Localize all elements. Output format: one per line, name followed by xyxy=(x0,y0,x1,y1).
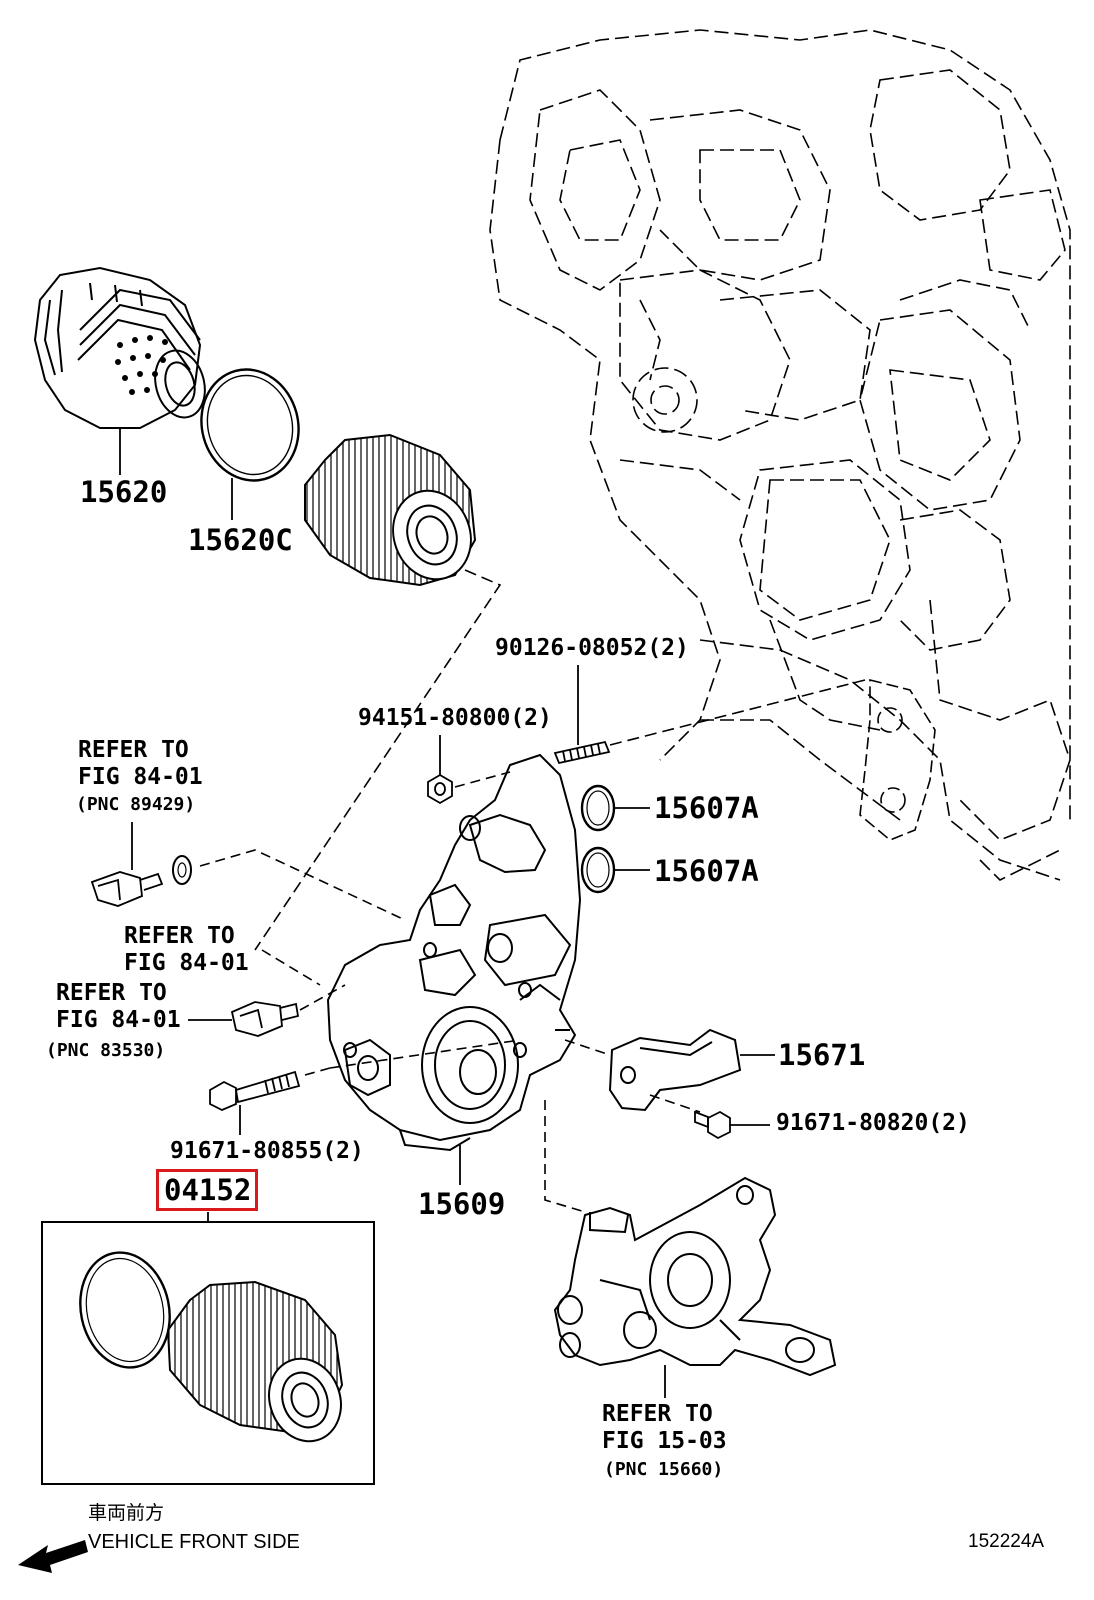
part-label-15607a-2[interactable]: 15607A xyxy=(654,854,759,888)
ref-1-line-1[interactable]: REFER TO xyxy=(78,737,189,763)
ref-4-line-1[interactable]: REFER TO xyxy=(602,1401,713,1427)
bolt-91671-80855 xyxy=(209,1070,301,1111)
engine-flange xyxy=(859,678,936,841)
part-label-90126[interactable]: 90126-08052(2) xyxy=(495,635,689,661)
kit-box-04152 xyxy=(41,1221,375,1485)
oil-pressure-switch-1 xyxy=(90,871,164,907)
figure-id: 152224A xyxy=(968,1531,1045,1552)
dashed-guide-pump xyxy=(544,1100,586,1213)
part-label-04152[interactable]: 04152 xyxy=(164,1173,252,1207)
ref-2-line-2[interactable]: FIG 84-01 xyxy=(124,950,249,976)
ref-4-line-3: (PNC 15660) xyxy=(604,1459,724,1480)
oil-filter-element xyxy=(304,433,477,587)
gasket-sensor-1 xyxy=(172,855,192,885)
highlighted-part-frame xyxy=(156,1169,258,1211)
part-label-15671[interactable]: 15671 xyxy=(778,1038,866,1072)
ref-4-line-2[interactable]: FIG 15-03 xyxy=(602,1428,727,1454)
ref-3-line-3: (PNC 83530) xyxy=(46,1040,166,1061)
dashed-guide-filter xyxy=(254,569,502,951)
oil-filter-cap xyxy=(33,266,206,429)
dashed-guide-sensor-1 xyxy=(199,849,406,921)
direction-label-jp: 車両前方 xyxy=(88,1503,165,1524)
dashed-guide-bolt xyxy=(304,1067,331,1076)
part-label-15607a-1[interactable]: 15607A xyxy=(654,791,759,825)
dashed-guide-stud xyxy=(609,679,866,746)
oil-pressure-switch-2 xyxy=(230,1001,300,1037)
oil-filter-cap-holes xyxy=(115,335,168,395)
oil-filter-bracket-15609 xyxy=(326,753,582,1152)
part-label-91671-80855[interactable]: 91671-80855(2) xyxy=(170,1138,364,1164)
bracket-15671 xyxy=(608,1028,742,1112)
part-label-15620[interactable]: 15620 xyxy=(80,475,168,509)
ref-2-line-1[interactable]: REFER TO xyxy=(124,923,235,949)
kit-filter-element xyxy=(166,1280,344,1443)
engine-block-outline xyxy=(489,29,1071,881)
part-label-15609[interactable]: 15609 xyxy=(418,1187,506,1221)
dashed-guide-sensor-2 xyxy=(299,984,346,1011)
front-direction-arrow-icon xyxy=(18,1540,88,1573)
oil-pump-assembly xyxy=(553,1176,837,1377)
ref-1-line-3: (PNC 89429) xyxy=(76,794,196,815)
part-label-91671-80820[interactable]: 91671-80820(2) xyxy=(776,1110,970,1136)
nut-94151 xyxy=(427,773,453,805)
dashed-guide-nut xyxy=(454,771,511,788)
o-ring-15620c xyxy=(200,368,300,482)
kit-o-ring xyxy=(79,1251,171,1369)
ref-1-line-2[interactable]: FIG 84-01 xyxy=(78,764,203,790)
bolt-91671-80820 xyxy=(694,1110,731,1140)
stud-90126 xyxy=(553,740,611,765)
part-label-94151[interactable]: 94151-80800(2) xyxy=(358,705,552,731)
dashed-guide-bracket xyxy=(564,1039,611,1056)
part-label-15620c[interactable]: 15620C xyxy=(188,523,293,557)
ref-3-line-2[interactable]: FIG 84-01 xyxy=(56,1007,181,1033)
ref-3-line-1[interactable]: REFER TO xyxy=(56,980,167,1006)
direction-label-en: VEHICLE FRONT SIDE xyxy=(88,1531,300,1553)
